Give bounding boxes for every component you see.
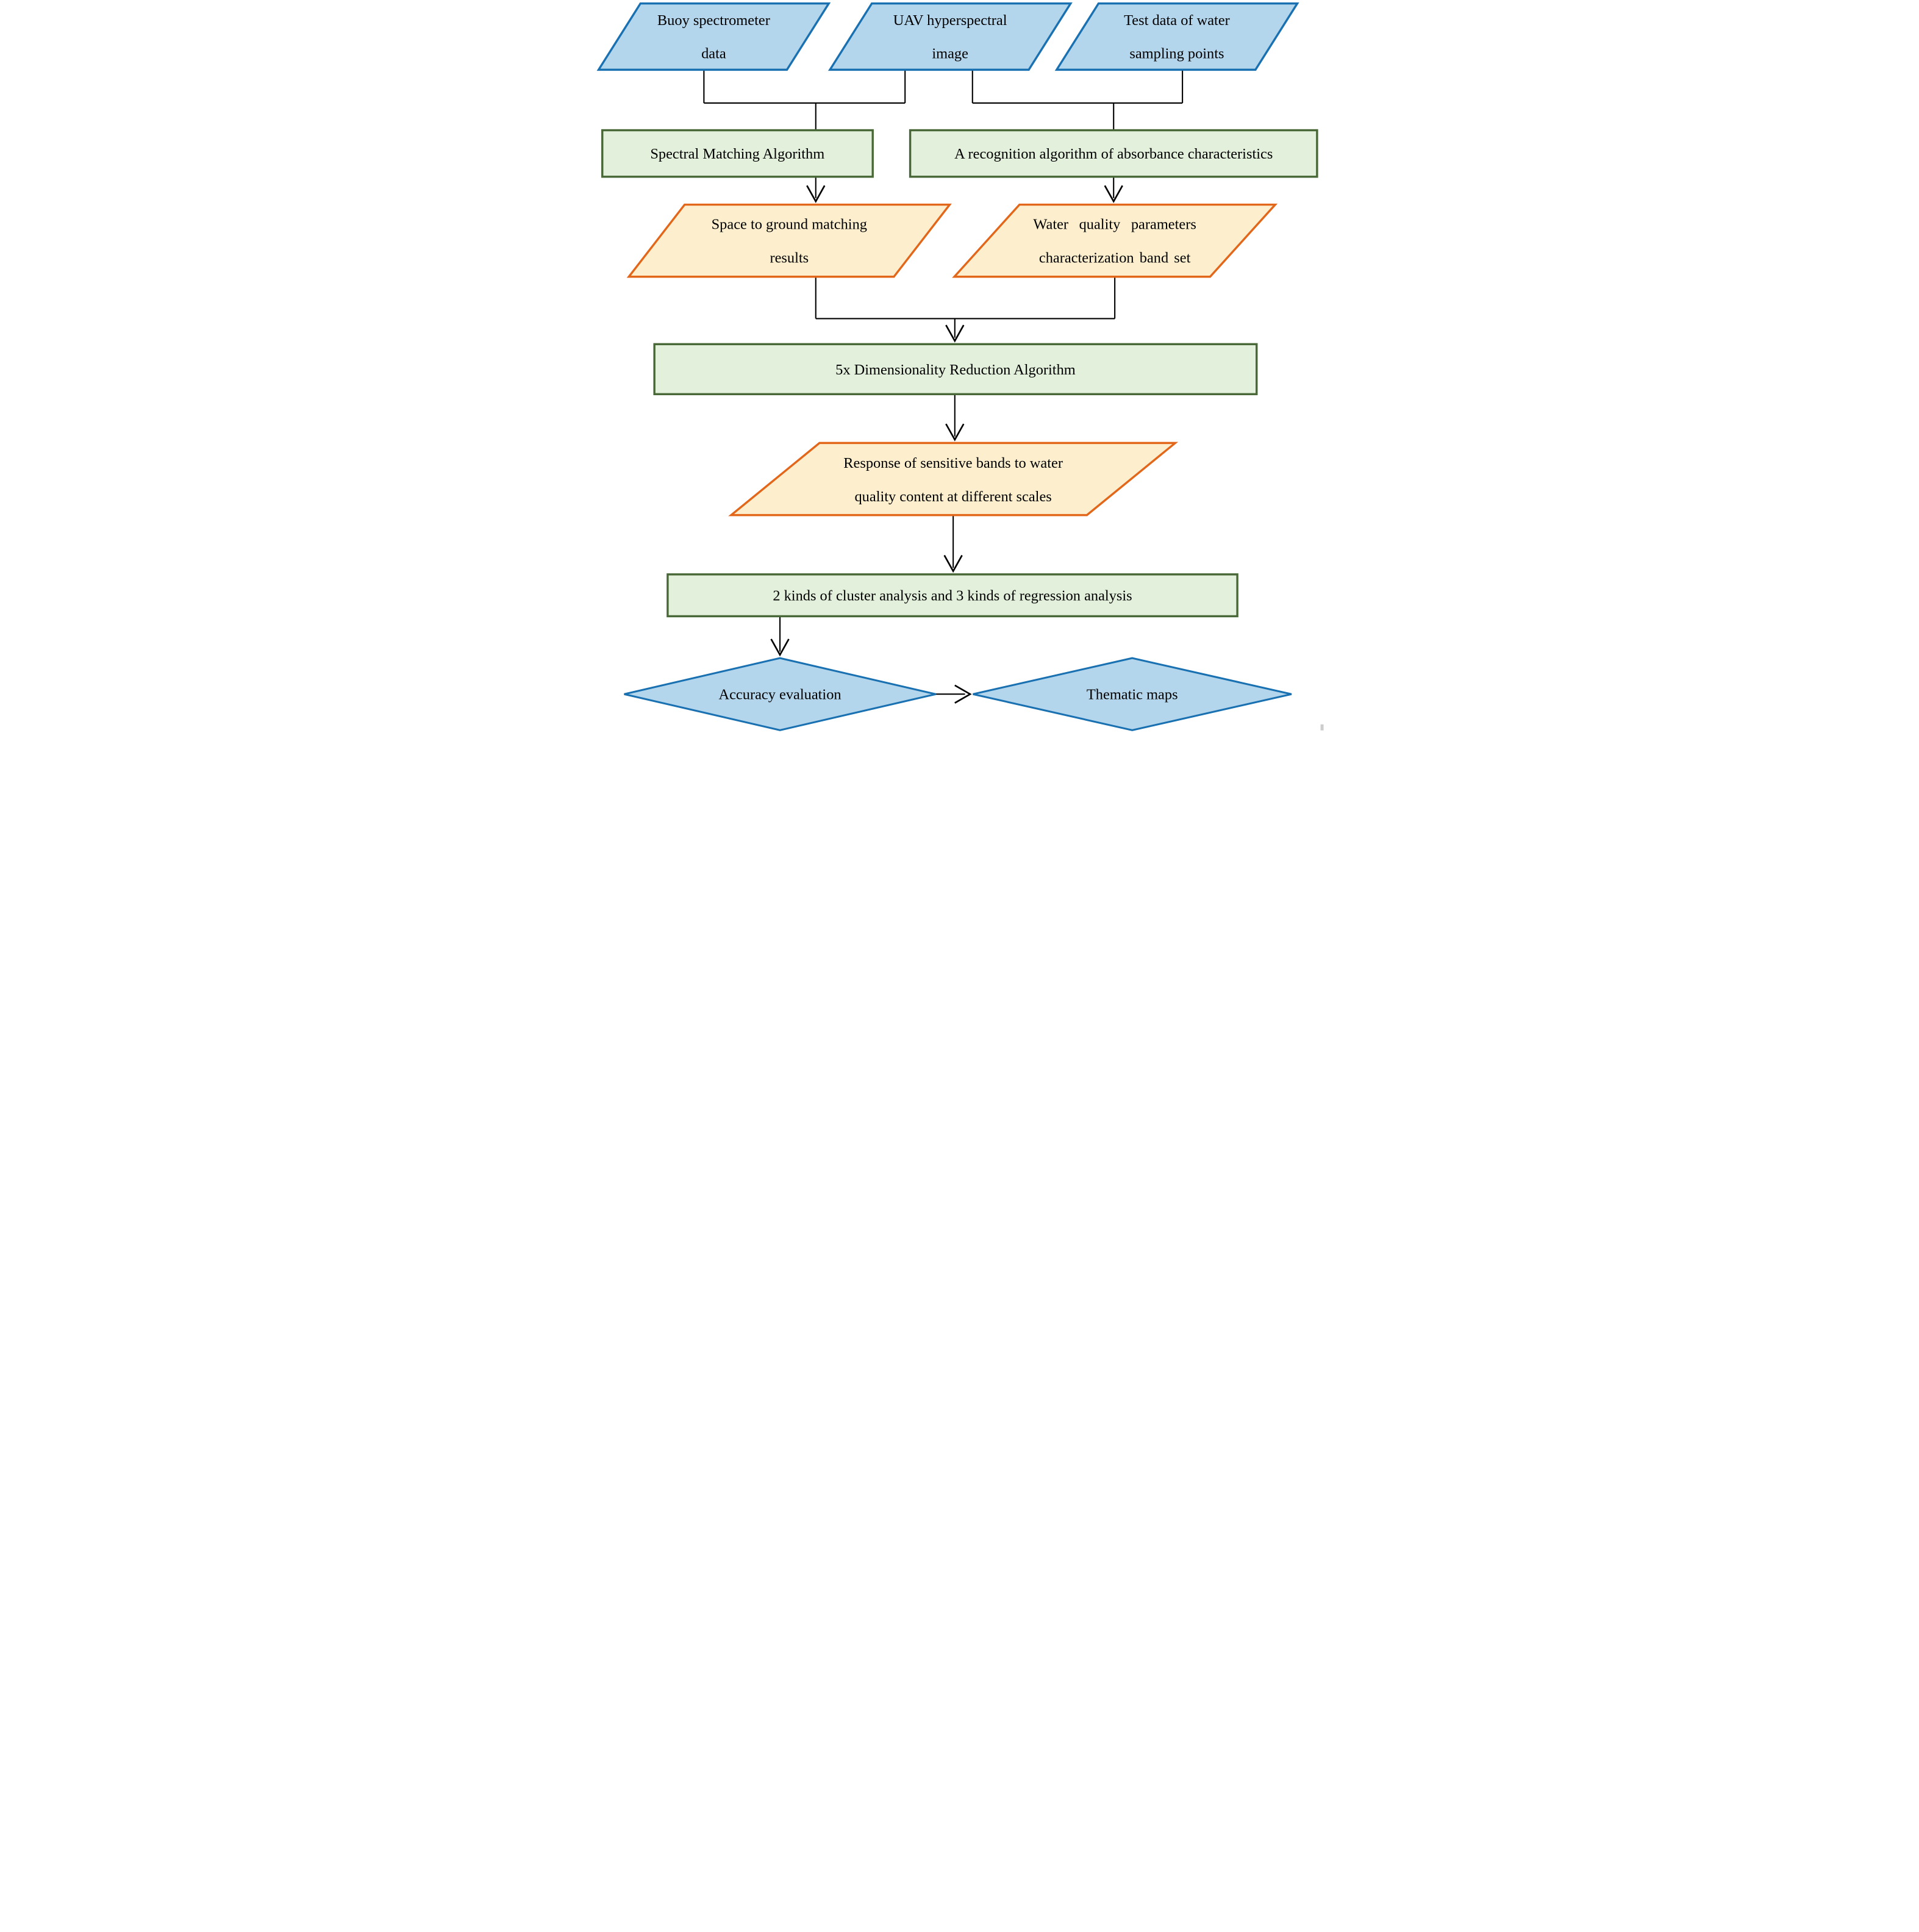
spacematch-label-line1: Space to ground matching bbox=[711, 216, 867, 233]
arrowhead-down-icon bbox=[1104, 185, 1123, 203]
node-cluster-regression-analysis: 2 kinds of cluster analysis and 3 kinds … bbox=[666, 573, 1238, 618]
node-test-data-water-sampling: Test data of water sampling points bbox=[1054, 2, 1299, 71]
recognition-box bbox=[909, 129, 1318, 178]
waterband-parallelogram bbox=[951, 203, 1278, 278]
arrowhead-down-icon bbox=[945, 324, 964, 343]
node-water-quality-band-set: Water quality parameters characterizatio… bbox=[951, 203, 1278, 278]
thematic-diamond bbox=[972, 657, 1292, 731]
testdata-parallelogram bbox=[1054, 2, 1299, 71]
analysis-box bbox=[666, 573, 1238, 618]
node-uav-hyperspectral-image: UAV hyperspectral image bbox=[827, 2, 1073, 71]
buoy-label-line1: Buoy spectrometer bbox=[657, 12, 770, 29]
accuracy-label: Accuracy evaluation bbox=[718, 687, 841, 703]
dimreduction-label: 5x Dimensionality Reduction Algorithm bbox=[835, 362, 1076, 378]
node-recognition-algorithm: A recognition algorithm of absorbance ch… bbox=[909, 129, 1318, 178]
recognition-label: A recognition algorithm of absorbance ch… bbox=[954, 146, 1273, 162]
spectral-label: Spectral Matching Algorithm bbox=[650, 146, 824, 162]
response-parallelogram bbox=[727, 442, 1178, 517]
node-response-sensitive-bands: Response of sensitive bands to water qua… bbox=[727, 442, 1178, 517]
node-dimensionality-reduction: 5x Dimensionality Reduction Algorithm bbox=[652, 343, 1257, 396]
buoy-parallelogram bbox=[596, 2, 831, 71]
arrowhead-down-icon bbox=[943, 554, 963, 573]
testdata-label-line1: Test data of water bbox=[1124, 12, 1230, 29]
node-accuracy-evaluation: Accuracy evaluation bbox=[623, 657, 936, 731]
node-thematic-maps: Thematic maps bbox=[972, 657, 1292, 731]
stray-artifact-mark bbox=[1320, 724, 1324, 731]
analysis-label: 2 kinds of cluster analysis and 3 kinds … bbox=[773, 588, 1132, 604]
response-label-line2: quality content at different scales bbox=[854, 488, 1051, 505]
arrowhead-down-icon bbox=[770, 639, 790, 657]
arrowhead-down-icon bbox=[806, 185, 825, 203]
node-spectral-matching-algorithm: Spectral Matching Algorithm bbox=[601, 129, 874, 178]
flowchart-page: Buoy spectrometer data UAV hyperspectral… bbox=[593, 0, 1326, 737]
waterband-label-line2: characterization band set bbox=[1038, 250, 1190, 267]
waterband-label-line1: Water quality parameters bbox=[1033, 216, 1196, 233]
uav-label-line1: UAV hyperspectral bbox=[893, 12, 1007, 29]
buoy-label-line2: data bbox=[701, 46, 726, 62]
spectral-box bbox=[601, 129, 874, 178]
node-buoy-spectrometer-data: Buoy spectrometer data bbox=[596, 2, 831, 71]
connectors bbox=[702, 70, 1183, 704]
arrowhead-down-icon bbox=[945, 423, 964, 442]
arrowhead-right-icon bbox=[954, 684, 972, 704]
thematic-label: Thematic maps bbox=[1086, 687, 1177, 703]
response-label-line1: Response of sensitive bands to water bbox=[843, 455, 1063, 471]
flowchart-canvas: Buoy spectrometer data UAV hyperspectral… bbox=[593, 0, 1326, 737]
testdata-label-line2: sampling points bbox=[1129, 46, 1224, 62]
dimreduction-box bbox=[652, 343, 1257, 396]
spacematch-parallelogram bbox=[626, 203, 952, 278]
uav-label-line2: image bbox=[932, 46, 968, 62]
accuracy-diamond bbox=[623, 657, 936, 731]
spacematch-label-line2: results bbox=[770, 250, 809, 267]
node-space-ground-matching-results: Space to ground matching results bbox=[626, 203, 952, 278]
uav-parallelogram bbox=[827, 2, 1073, 71]
